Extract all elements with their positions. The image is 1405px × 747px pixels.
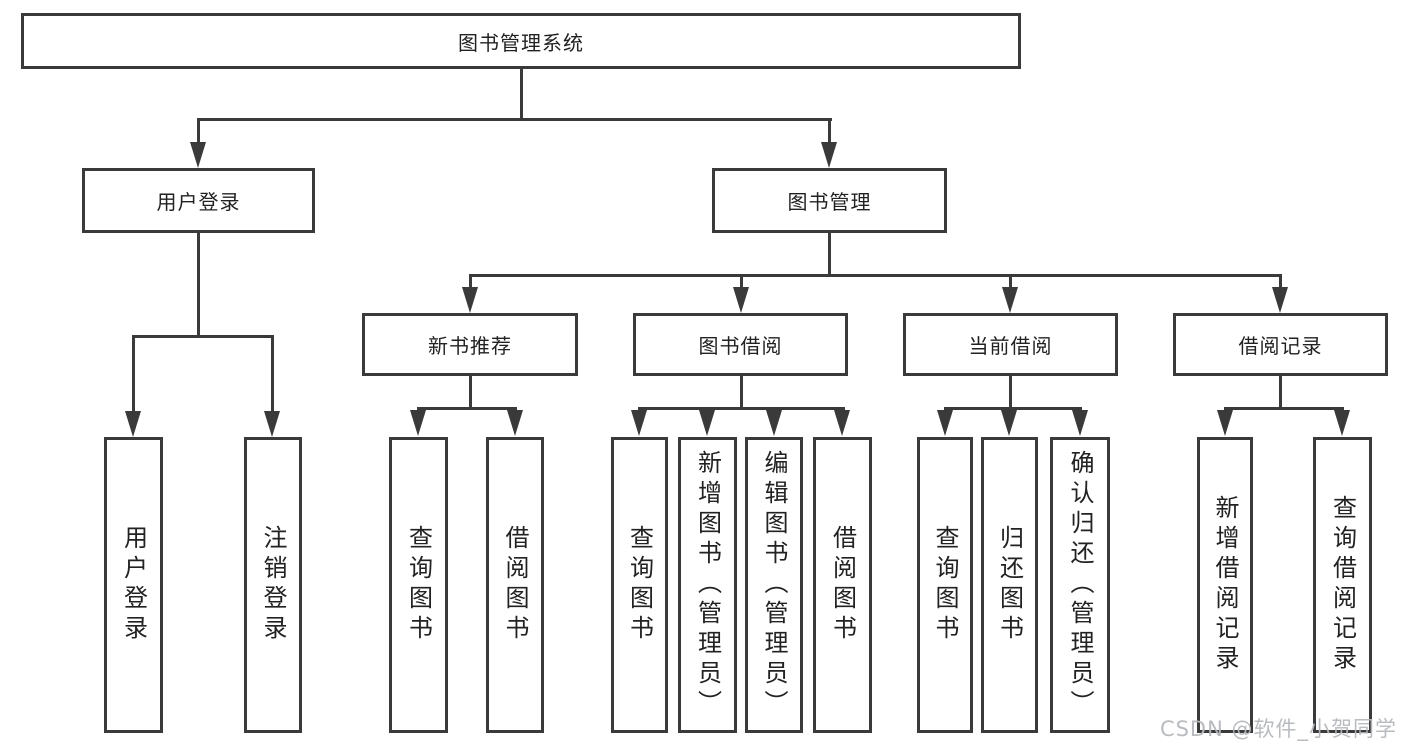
- node-borrowing-records: 借阅记录: [1173, 313, 1388, 376]
- node-user-login: 用户登录: [104, 437, 163, 733]
- arrowhead-query-books: [410, 410, 426, 436]
- arrowhead-borrow-books: [507, 410, 523, 436]
- arrowhead-add-book: [699, 410, 715, 436]
- connector-user-group-hline: [132, 335, 274, 338]
- node-add-borrow-record: 新增借阅记录: [1197, 437, 1253, 733]
- arrowhead-book-borrowing: [733, 287, 749, 313]
- csdn-watermark: CSDN @软件_小贺同学: [1159, 717, 1397, 741]
- connector-level3-hline: [469, 274, 1282, 277]
- connector-stem: [469, 376, 472, 408]
- arrowhead-confirm-return: [1072, 410, 1088, 436]
- node-query-books-current: 查询图书: [917, 437, 973, 733]
- arrowhead-user-login: [125, 411, 141, 437]
- connector-hline: [417, 407, 517, 410]
- arrow-stem: [1009, 274, 1012, 289]
- node-library-management-system: 图书管理系统: [21, 13, 1021, 69]
- arrowhead-borrow-books: [834, 410, 850, 436]
- node-new-book-recommendation: 新书推荐: [362, 313, 578, 376]
- arrowhead-new-book-recommendation: [462, 287, 478, 313]
- connector-hline: [638, 407, 845, 410]
- node-book-borrowing: 图书借阅: [633, 313, 848, 376]
- arrowhead-return-books: [1001, 410, 1017, 436]
- node-add-book-admin: 新增图书（管理员）: [678, 437, 737, 733]
- arrowhead-borrowing-records: [1272, 287, 1288, 313]
- arrow-stem: [1279, 274, 1282, 289]
- arrowhead-query-books: [631, 410, 647, 436]
- connector-hline: [944, 407, 1082, 410]
- arrowhead-logout: [264, 411, 280, 437]
- node-borrow-books-recommend: 借阅图书: [486, 437, 544, 733]
- node-edit-book-admin: 编辑图书（管理员）: [745, 437, 803, 733]
- node-return-books: 归还图书: [981, 437, 1038, 733]
- node-query-books-borrowing: 查询图书: [611, 437, 668, 733]
- arrow-stem: [828, 118, 831, 144]
- arrowhead-book-management: [821, 142, 837, 168]
- connector-hline: [1224, 407, 1344, 410]
- node-query-borrow-record: 查询借阅记录: [1313, 437, 1372, 733]
- arrowhead-query-books: [937, 410, 953, 436]
- node-borrow-books: 借阅图书: [813, 437, 872, 733]
- connector-stem: [1009, 376, 1012, 408]
- arrow-stem: [197, 118, 200, 144]
- arrowhead-edit-book: [766, 410, 782, 436]
- arrowhead-add-borrow-record: [1217, 410, 1233, 436]
- connector-user-group-stem: [197, 233, 200, 337]
- node-logout: 注销登录: [244, 437, 302, 733]
- arrow-stem: [740, 274, 743, 289]
- node-query-books-recommend: 查询图书: [389, 437, 448, 733]
- connector-stem: [740, 376, 743, 408]
- connector-level2-hline: [197, 118, 832, 121]
- node-user-login-group: 用户登录: [82, 168, 315, 233]
- arrow-stem: [469, 274, 472, 289]
- connector-book-mgmt-stem: [828, 233, 831, 277]
- arrowhead-query-borrow-record: [1334, 410, 1350, 436]
- node-current-borrowing: 当前借阅: [903, 313, 1118, 376]
- arrow-stem: [271, 335, 274, 413]
- node-confirm-return-admin: 确认归还（管理员）: [1050, 437, 1110, 733]
- arrowhead-current-borrowing: [1002, 287, 1018, 313]
- connector-stem: [1279, 376, 1282, 408]
- node-book-management: 图书管理: [712, 168, 947, 233]
- connector-root-stem: [520, 69, 523, 119]
- arrow-stem: [132, 335, 135, 413]
- arrowhead-user-login-group: [190, 142, 206, 168]
